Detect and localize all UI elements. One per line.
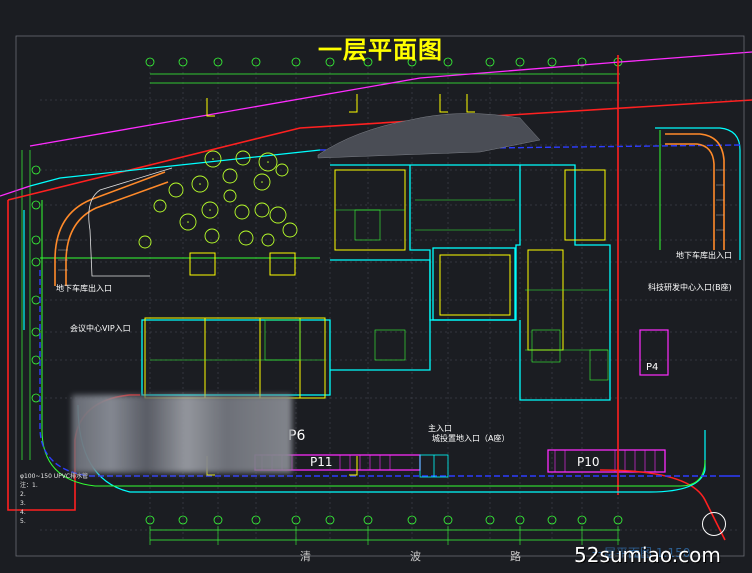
axis-bubbles-bottom (145, 515, 623, 525)
watermark: 52sumiao.com (574, 543, 721, 567)
landscape-trees (138, 150, 298, 249)
north-arrow-icon (702, 512, 726, 536)
dimension-lines (21, 73, 620, 541)
label-main-entrance: 主入口 (428, 424, 452, 433)
building-main (141, 164, 611, 401)
road-char-2: 波 (410, 550, 421, 563)
bottom-ticks (149, 526, 619, 545)
road-char-1: 清 (300, 550, 311, 563)
parking-p4 (639, 329, 669, 376)
ramp-wall (88, 167, 173, 277)
roof-feature (317, 113, 541, 159)
parking-label-p11: P11 (310, 455, 333, 469)
parking-label-p10: P10 (577, 455, 600, 469)
label-underground-exit-left: 地下车库出入口 (56, 284, 112, 293)
drawing-title: 一层平面图 (318, 36, 443, 64)
blurred-region (72, 395, 292, 473)
ramp-right (665, 133, 725, 250)
building-interior (150, 199, 609, 381)
note-line: φ100~150 UPVC排水管 (20, 473, 89, 480)
scale-title: 一层平面图 1:150 (592, 546, 691, 560)
ramp-hatch (58, 169, 724, 271)
parking-label-p6: P6 (288, 428, 306, 444)
axis-bubbles-left (31, 165, 41, 403)
tree-centers (187, 158, 269, 223)
building-walls (144, 94, 606, 476)
label-city-entrance: 城投置地入口（A座） (432, 434, 510, 443)
road-char-3: 路 (510, 550, 521, 563)
axis-bubbles-top (145, 57, 623, 67)
note-line: 3. (20, 500, 26, 507)
drawing-frame (15, 35, 745, 557)
parking-label-p4: P4 (646, 362, 659, 373)
label-vip-entrance: 会议中心VIP入口 (70, 324, 131, 333)
note-line: 注：1. (20, 482, 38, 489)
note-line: 4. (20, 509, 26, 516)
label-underground-exit-right: 地下车库出入口 (676, 251, 732, 260)
entrance-detail (419, 454, 449, 478)
blue-lines (39, 144, 741, 477)
drawing-notes: φ100~150 UPVC排水管 注：1. 2. 3. 4. 5. (20, 472, 88, 526)
note-line: 2. (20, 491, 26, 498)
label-tech-center-entrance: 科技研发中心入口(B座) (648, 283, 732, 292)
note-line: 5. (20, 518, 26, 525)
ramp-left (54, 171, 169, 286)
